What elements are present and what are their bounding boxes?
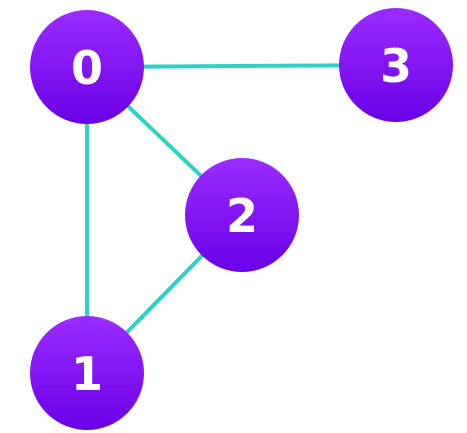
nodes-layer: 0 1 2 3 xyxy=(30,8,453,430)
node-0-circle xyxy=(30,10,144,124)
node-3-label: 3 xyxy=(380,39,412,93)
node-0-label: 0 xyxy=(71,41,103,95)
node-1: 1 xyxy=(30,316,144,430)
node-1-circle xyxy=(30,316,144,430)
node-0: 0 xyxy=(30,10,144,124)
node-3: 3 xyxy=(339,8,453,122)
node-1-label: 1 xyxy=(71,347,103,401)
node-2-circle xyxy=(185,158,299,272)
node-2: 2 xyxy=(185,158,299,272)
node-2-label: 2 xyxy=(226,189,258,243)
node-3-circle xyxy=(339,8,453,122)
